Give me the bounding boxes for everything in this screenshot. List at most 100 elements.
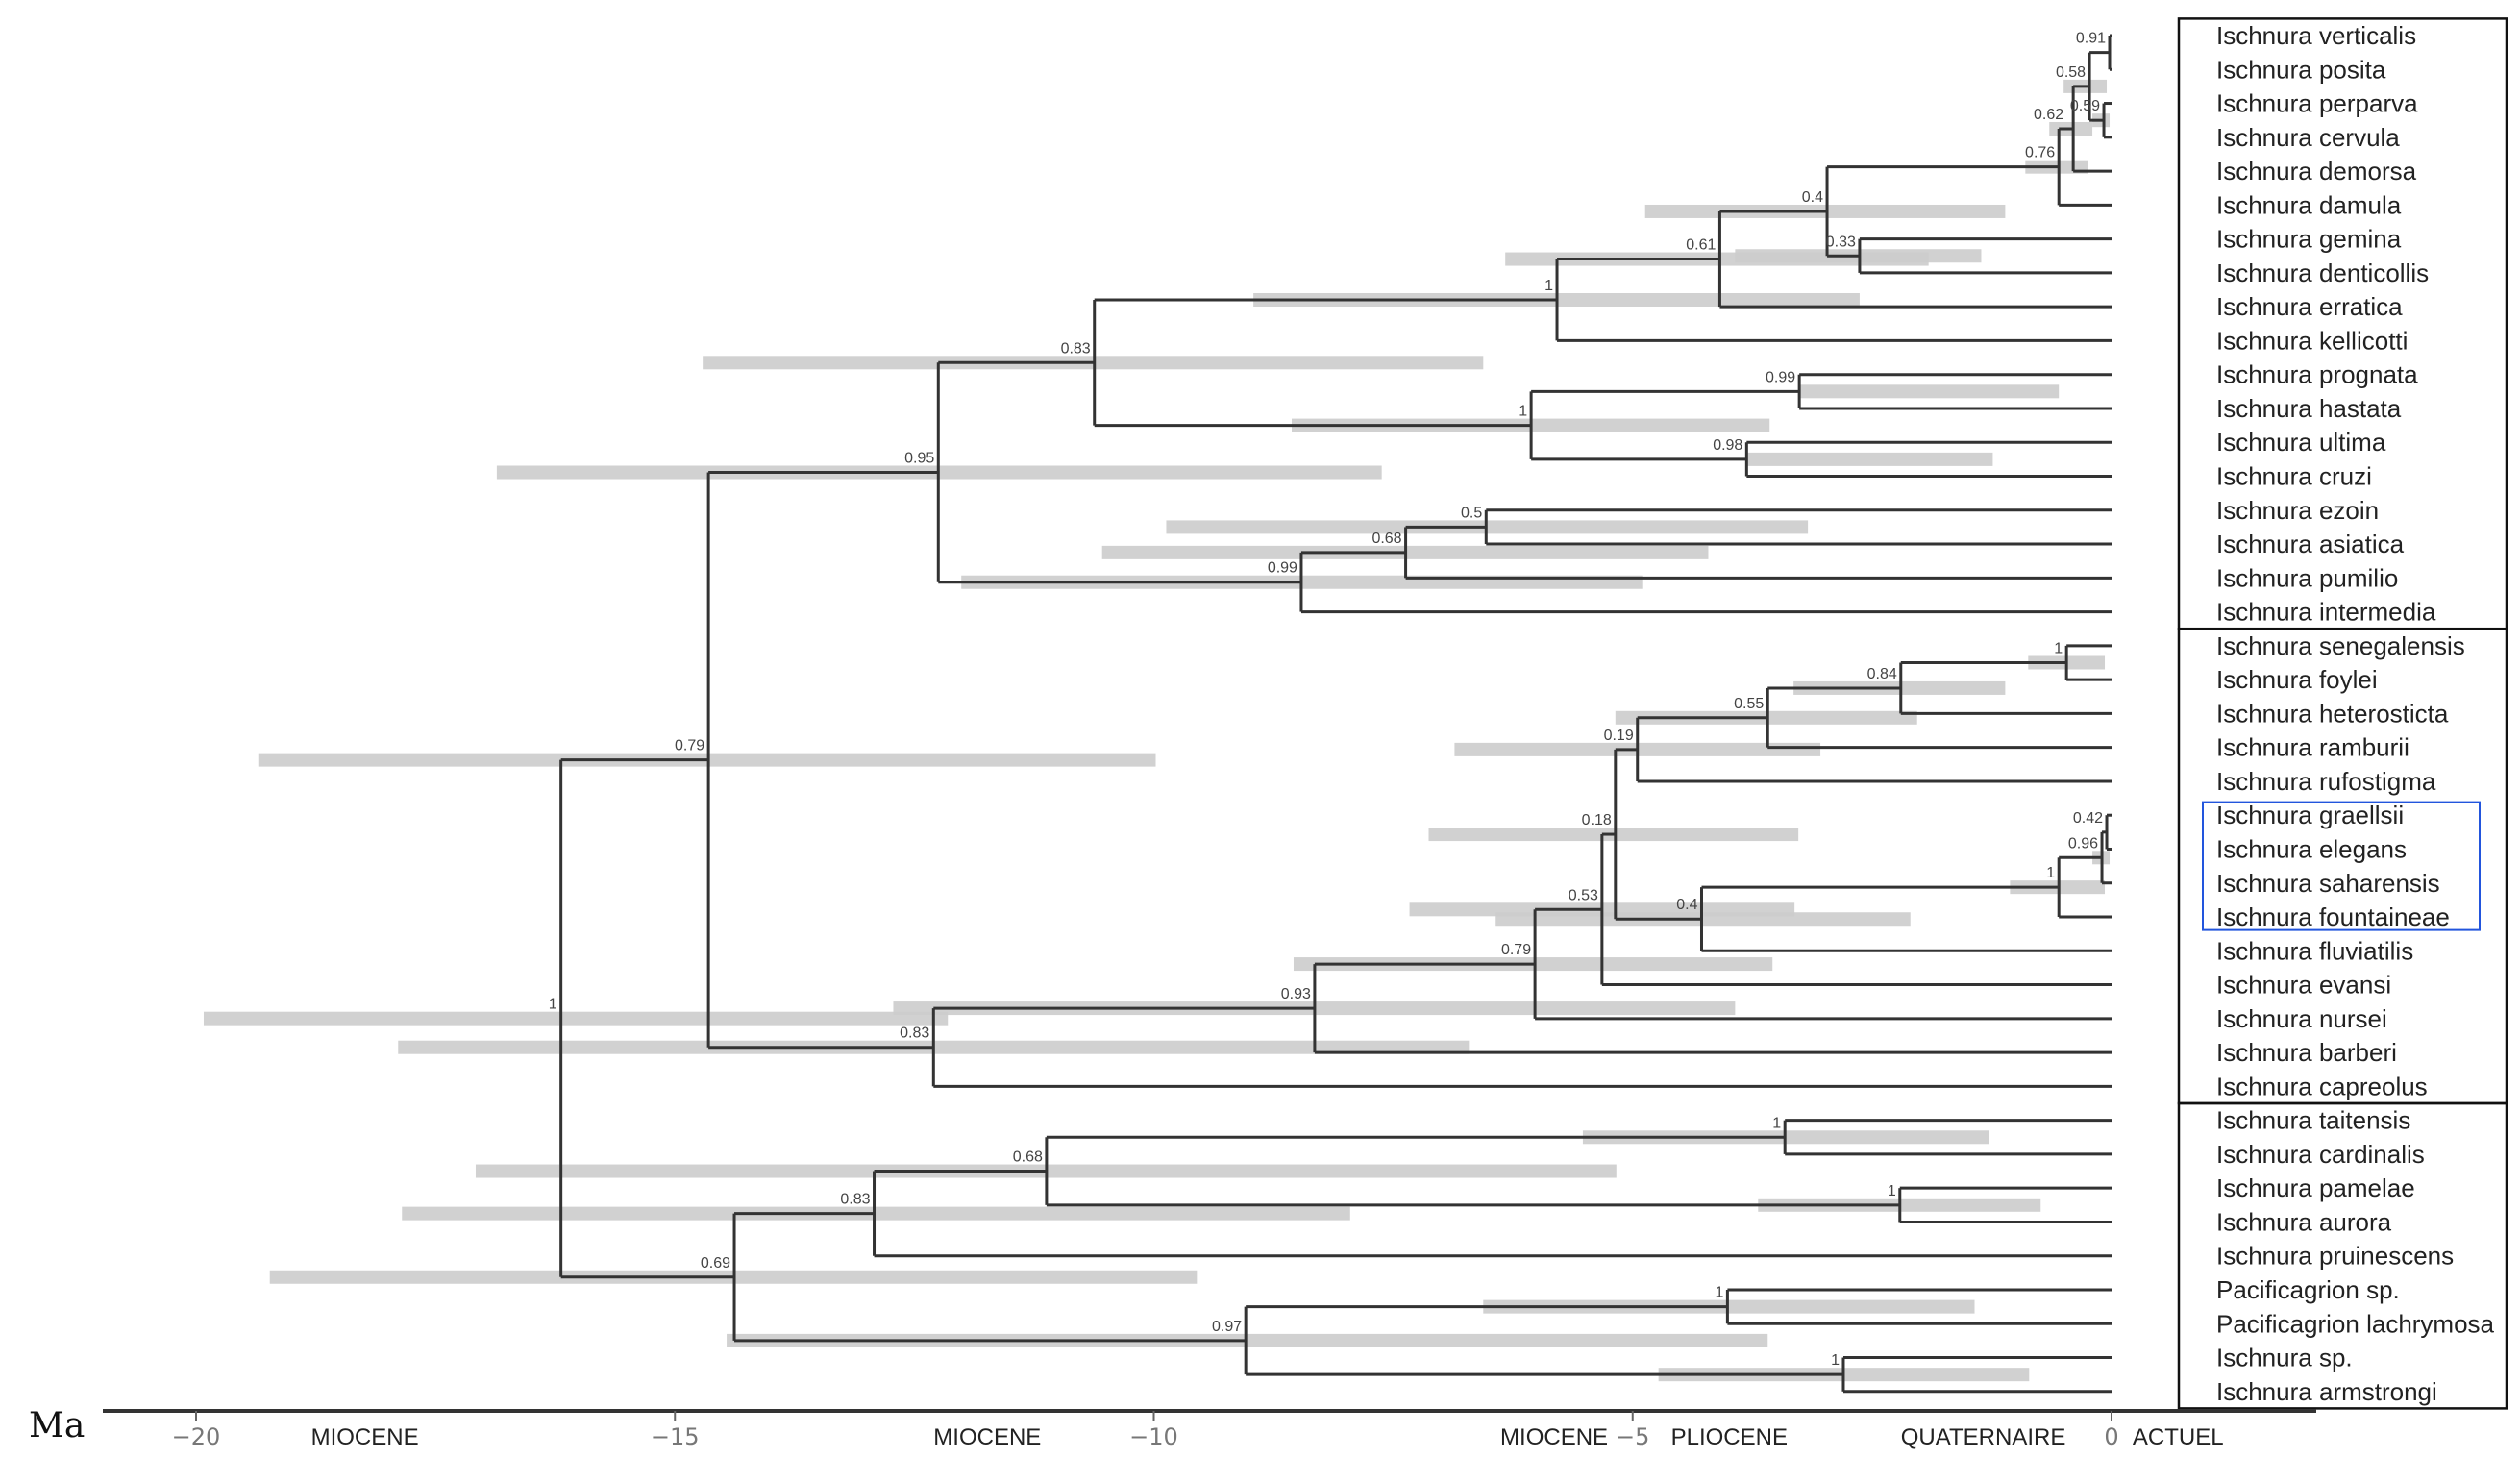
support-value: 0.98: [1713, 437, 1742, 454]
support-value: 0.99: [1766, 369, 1795, 385]
support-value: 0.4: [1676, 897, 1697, 913]
support-value: 0.83: [900, 1026, 929, 1042]
taxon-label: Ischnura ultima: [2216, 428, 2386, 457]
hpd-bar: [402, 1206, 1350, 1221]
support-value: 0.18: [1582, 812, 1612, 828]
axis-unit-label: Ma: [29, 1406, 85, 1446]
taxon-label: Ischnura taitensis: [2216, 1106, 2410, 1135]
support-value: 0.33: [1826, 234, 1856, 250]
taxon-label: Ischnura denticollis: [2216, 259, 2429, 287]
support-value: 0.99: [1268, 560, 1297, 577]
taxon-label: Ischnura capreolus: [2216, 1072, 2428, 1100]
epoch-label: MIOCENE: [1500, 1424, 1608, 1450]
support-value: 0.62: [2034, 107, 2063, 123]
support-value: 0.83: [840, 1192, 870, 1208]
support-value: 0.53: [1569, 887, 1598, 903]
taxon-label: Ischnura rufostigma: [2216, 767, 2436, 796]
taxon-label: Ischnura pruinescens: [2216, 1242, 2454, 1271]
taxon-label: Ischnura senegalensis: [2216, 631, 2465, 660]
taxon-label: Ischnura pamelae: [2216, 1174, 2415, 1202]
support-value: 0.69: [701, 1255, 730, 1272]
axis-tick-label: 0: [2104, 1423, 2118, 1450]
taxon-label: Ischnura ezoin: [2216, 496, 2379, 525]
support-value: 1: [1519, 404, 1527, 420]
support-value: 0.19: [1604, 728, 1634, 744]
taxon-label: Ischnura nursei: [2216, 1004, 2387, 1033]
support-value: 0.97: [1212, 1319, 1242, 1335]
epoch-label: PLIOCENE: [1671, 1424, 1788, 1450]
taxon-label: Ischnura erratica: [2216, 292, 2403, 321]
highlighted-clade-box: [2202, 801, 2481, 931]
support-value: 1: [549, 997, 557, 1013]
taxon-label: Ischnura asiatica: [2216, 530, 2405, 558]
support-value: 0.68: [1371, 531, 1401, 547]
taxon-label: Ischnura intermedia: [2216, 598, 2436, 627]
taxon-label: Pacificagrion sp.: [2216, 1275, 2400, 1304]
taxon-label: Ischnura cruzi: [2216, 462, 2372, 491]
taxon-label: Ischnura fluviatilis: [2216, 936, 2413, 965]
taxon-label: Ischnura verticalis: [2216, 21, 2416, 50]
taxon-label: Ischnura prognata: [2216, 360, 2418, 389]
taxon-label: Ischnura ramburii: [2216, 733, 2409, 762]
taxon-label: Ischnura sp.: [2216, 1344, 2353, 1372]
support-value: 1: [2046, 865, 2055, 881]
taxon-label: Ischnura barberi: [2216, 1038, 2397, 1067]
support-value: 0.91: [2076, 31, 2106, 47]
support-value: 0.4: [1802, 189, 1823, 206]
taxon-label: Ischnura graellsii: [2216, 801, 2404, 829]
hpd-bar: [1799, 384, 2060, 399]
clade-boxes: [2177, 17, 2508, 1410]
support-value: 1: [1831, 1352, 1840, 1369]
support-value: 0.96: [2068, 835, 2098, 852]
epoch-label: ACTUEL: [2133, 1424, 2224, 1450]
support-value: 0.42: [2073, 810, 2103, 827]
taxon-label: Ischnura damula: [2216, 190, 2402, 219]
taxon-label: Pacificagrion lachrymosa: [2216, 1309, 2495, 1338]
taxon-label: Ischnura posita: [2216, 55, 2386, 84]
support-value: 0.95: [904, 451, 934, 467]
axis-tick-label: −10: [1129, 1423, 1178, 1450]
taxon-label: Ischnura saharensis: [2216, 869, 2440, 898]
axis-tick-label: −20: [172, 1423, 221, 1450]
taxon-label: Ischnura fountaineae: [2216, 902, 2450, 931]
support-value: 0.84: [1867, 666, 1897, 682]
time-axis: Ma −20 −15 −10 −5 0 MIOCENE MIOCENE MIOCENE PLIO…: [29, 1406, 2316, 1450]
support-value: 0.93: [1281, 986, 1311, 1002]
epoch-label: MIOCENE: [311, 1424, 419, 1450]
taxon-label: Ischnura hastata: [2216, 394, 2402, 423]
support-values: 0.91 0.59 0.58 0.62 0.76 0.33 0.4 0.61 1 0.99 0.98…: [549, 31, 2106, 1370]
taxon-label: Ischnura armstrongi: [2216, 1377, 2437, 1406]
taxon-label: Ischnura heterosticta: [2216, 699, 2449, 728]
support-value: 1: [1544, 278, 1553, 294]
support-value: 0.83: [1061, 340, 1091, 357]
taxon-label: Ischnura evansi: [2216, 971, 2391, 1000]
support-value: 1: [1888, 1183, 1896, 1199]
support-value: 0.55: [1734, 696, 1764, 712]
support-value: 0.76: [2025, 145, 2055, 161]
support-value: 0.5: [1461, 505, 1482, 521]
taxon-label: Ischnura elegans: [2216, 834, 2407, 863]
taxon-label: Ischnura pumilio: [2216, 563, 2398, 592]
axis-tick-label: −15: [651, 1423, 700, 1450]
taxon-label: Ischnura gemina: [2216, 225, 2402, 254]
support-value: 0.61: [1686, 237, 1716, 254]
support-value: 0.58: [2056, 64, 2086, 81]
taxon-label: Ischnura demorsa: [2216, 157, 2417, 185]
support-value: 0.68: [1013, 1149, 1043, 1166]
support-value: 1: [2054, 640, 2063, 656]
taxon-label: Ischnura aurora: [2216, 1207, 2392, 1236]
epoch-label: MIOCENE: [933, 1424, 1041, 1450]
hpd-bars: [203, 79, 2111, 1382]
support-value: 0.79: [675, 738, 704, 754]
taxon-label: Ischnura cardinalis: [2216, 1140, 2425, 1169]
tree-branches: [559, 34, 2112, 1394]
support-value: 1: [1715, 1285, 1723, 1301]
taxon-label: Ischnura cervula: [2216, 123, 2400, 152]
support-value: 1: [1772, 1115, 1781, 1131]
hpd-bar: [1746, 452, 1993, 466]
axis-tick-label: −5: [1616, 1423, 1649, 1450]
support-value: 0.59: [2070, 98, 2100, 114]
hpd-bar: [203, 1011, 949, 1026]
taxon-label: Ischnura perparva: [2216, 89, 2418, 118]
